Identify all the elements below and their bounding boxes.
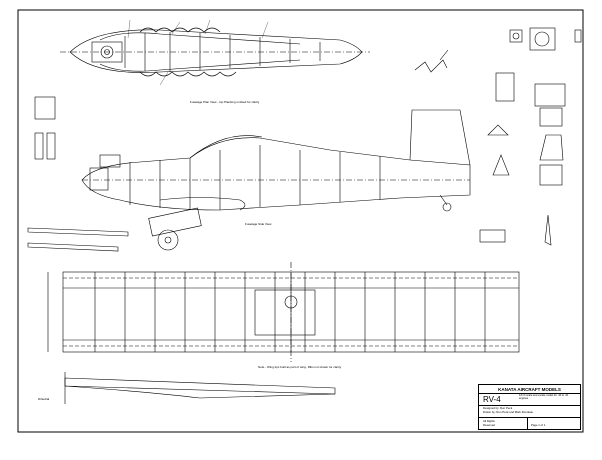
cowl-ring-parts (509, 27, 582, 51)
dihedral-label: Dihedral (38, 397, 50, 401)
drawn-by: Drawn by: Ron Peck and Mark Rondeau (483, 410, 534, 414)
title-divider (479, 417, 580, 418)
title-divider-vertical (527, 418, 528, 430)
former-parts-right (479, 72, 566, 246)
model-name: RV-4 (483, 395, 501, 404)
wing-plan-view (47, 262, 520, 362)
fuselage-top-view (60, 19, 370, 86)
page-number: Page 1 of 1 (531, 423, 546, 427)
fuselage-side-view (81, 109, 471, 251)
fuselage-side-label: Fuselage Side View (245, 222, 272, 226)
sheet-border (17, 9, 584, 433)
former-parts-left (34, 96, 56, 160)
landing-gear-detail (414, 49, 449, 73)
rights-text: All Rights (483, 419, 495, 423)
fuselage-top-label: Fuselage Plan View - top Planking omitte… (190, 100, 260, 104)
reserved-text: Reserved (483, 423, 495, 427)
designed-by: Designed by: Ron Peck (483, 406, 513, 410)
model-description: 1/6 th scale semi-scale model for .40 to… (519, 394, 569, 401)
company-name: KANATA AIRCRAFT MODELS (479, 386, 580, 394)
title-block: KANATA AIRCRAFT MODELS RV-4 1/6 th scale… (478, 384, 581, 430)
wing-note-label: Note - Wing tips built as part of wing. … (258, 365, 342, 369)
wing-sheeting-strips (27, 227, 129, 252)
title-divider (479, 405, 580, 406)
wing-front-view (64, 372, 336, 404)
